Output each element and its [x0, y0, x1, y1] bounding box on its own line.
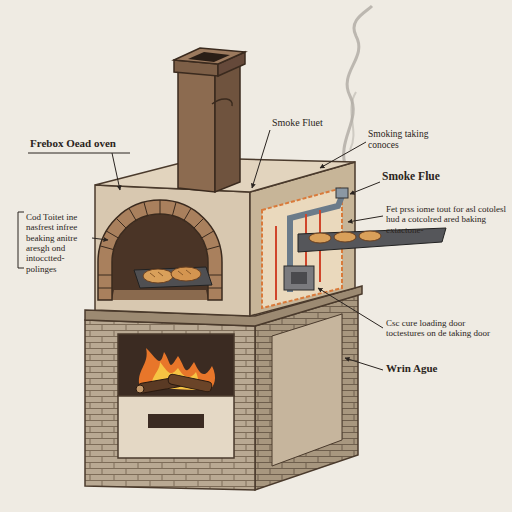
stand-side [255, 295, 358, 490]
bracket [18, 212, 24, 268]
bread-loaf [359, 231, 381, 241]
drawer-slot [148, 414, 204, 428]
firebox-opening [118, 334, 234, 396]
leader-line [252, 130, 270, 188]
leader-line [320, 142, 366, 168]
callout-label: Smoke Fluet [272, 117, 352, 129]
door-window [291, 272, 307, 284]
log-end [136, 385, 144, 393]
baking-tray [134, 267, 212, 288]
callout-label: Smoking taking conoces [368, 129, 450, 151]
leader-line [112, 153, 120, 190]
oven-floor [112, 290, 208, 300]
brick-arch [98, 200, 222, 300]
callout-label: Fet prss iome tout for asl cotolesl hud … [386, 204, 508, 235]
leader-line [345, 358, 383, 370]
loading-door [284, 266, 314, 290]
leader-line [92, 238, 108, 240]
log [167, 374, 212, 393]
heat-line [276, 210, 320, 300]
bread-score [150, 270, 191, 277]
arch-joints [98, 200, 222, 288]
chimney-side [215, 62, 240, 192]
bread-loaf [171, 267, 201, 281]
stand-front [85, 320, 255, 490]
stand-opening [272, 314, 342, 466]
underline [28, 153, 130, 154]
leader-line [318, 288, 383, 328]
leader-line [350, 182, 380, 194]
callout-label: Cod Toitet ine nasfrest infree beaking a… [26, 212, 96, 274]
bread-loaf [334, 232, 356, 242]
callout-label: Frebox Oead oven [30, 137, 140, 150]
callout-label: Smoke Flue [382, 170, 482, 183]
callout-label: Csc cure loading door toctestures on de … [386, 318, 498, 339]
flue-cap [336, 188, 348, 198]
oven-front [95, 185, 250, 316]
chimney-front [178, 70, 215, 192]
pull-out-tray [298, 228, 446, 252]
smoke [350, 92, 356, 150]
bread-loaf [309, 233, 331, 243]
smoke [344, 6, 372, 168]
chimney-top [174, 48, 245, 64]
bread-loaf [143, 269, 173, 283]
leader-lines [18, 130, 383, 370]
chimney-hole [188, 52, 230, 62]
leader-line [348, 216, 383, 222]
callout-label: Wrin Ague [386, 362, 486, 375]
ash-drawer [118, 396, 234, 458]
chimney-bracket [212, 99, 232, 106]
